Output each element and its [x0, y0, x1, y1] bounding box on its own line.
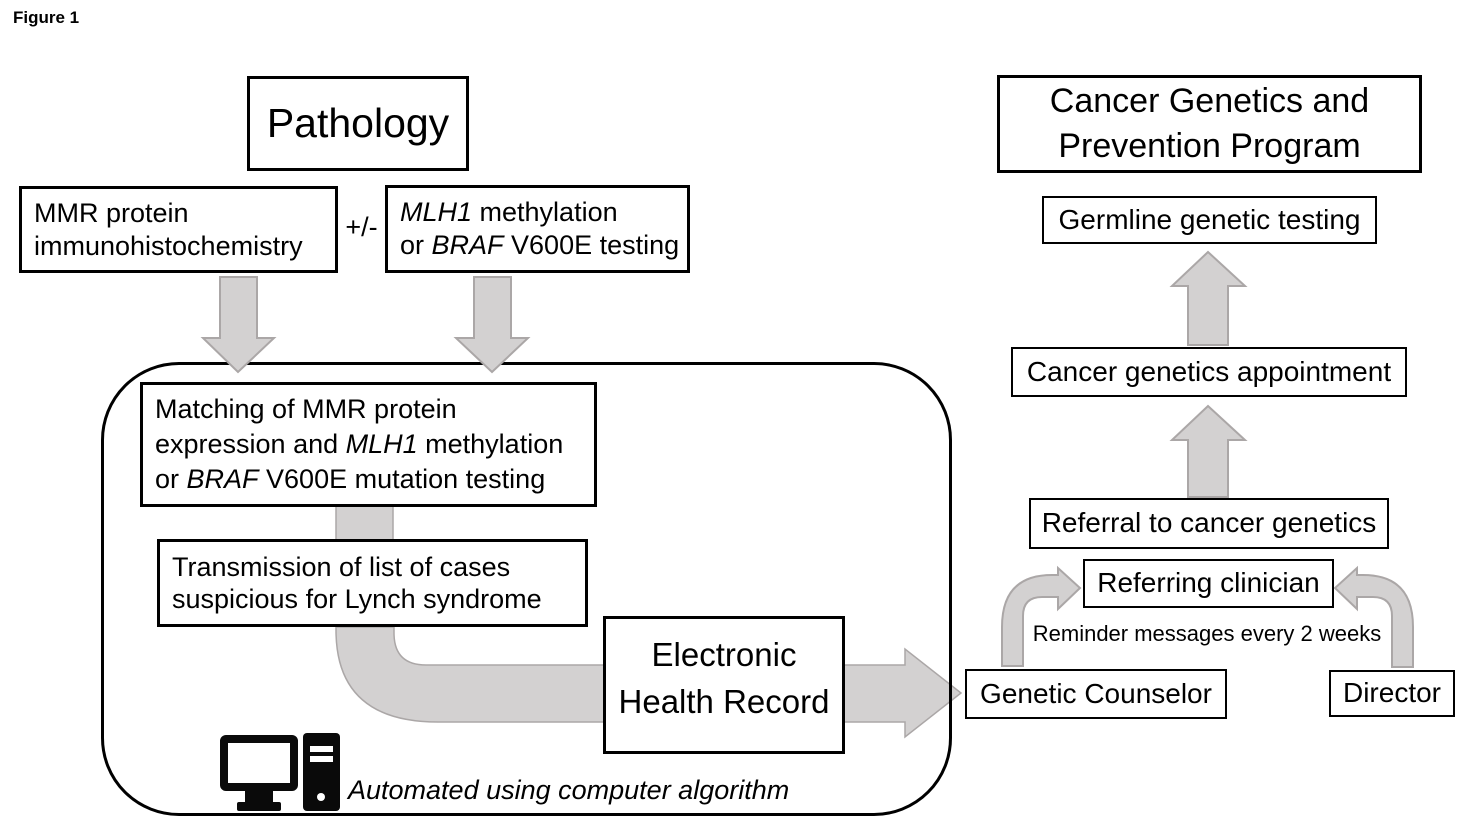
referral-box: Referral to cancer genetics	[1029, 498, 1389, 549]
pathology-box: Pathology	[247, 76, 469, 171]
gene-braf: BRAF	[186, 464, 259, 494]
elbow-arrow-counselor	[1001, 565, 1082, 667]
plus-minus-label: +/-	[345, 212, 378, 242]
ehr-box: Electronic Health Record	[603, 616, 845, 754]
matching-line-2: expression and MLH1 methylation	[155, 427, 563, 462]
mlh1-line-2-rest: V600E testing	[503, 230, 680, 260]
transmission-line-1: Transmission of list of cases	[172, 552, 511, 582]
matching-box: Matching of MMR protein expression and M…	[140, 382, 597, 507]
ehr-line-1: Electronic	[651, 636, 797, 673]
director-box: Director	[1329, 670, 1455, 717]
program-line-2: Prevention Program	[1058, 127, 1361, 165]
germline-testing-box: Germline genetic testing	[1042, 196, 1377, 244]
down-arrow-mmr	[200, 276, 277, 374]
automated-caption: Automated using computer algorithm	[348, 775, 790, 805]
program-line-1: Cancer Genetics and	[1049, 82, 1370, 120]
gene-mlh1: MLH1	[400, 197, 473, 227]
up-arrow-germline	[1169, 250, 1248, 346]
down-arrow-mlh1	[453, 276, 531, 374]
reminder-note: Reminder messages every 2 weeks	[1032, 621, 1382, 646]
matching-line-2-rest: methylation	[417, 429, 564, 459]
computer-monitor-icon	[220, 735, 298, 791]
elbow-arrow-director	[1333, 565, 1414, 668]
appointment-label: Cancer genetics appointment	[1026, 355, 1392, 387]
matching-line-3-rest: V600E mutation testing	[258, 464, 546, 494]
mmr-ihc-box: MMR protein immunohistochemistry	[19, 186, 338, 273]
matching-line-3-pre: or	[155, 464, 187, 494]
referral-label: Referral to cancer genetics	[1041, 507, 1377, 539]
cancer-genetics-program-box: Cancer Genetics and Prevention Program	[997, 75, 1422, 173]
ehr-line-2: Health Record	[618, 683, 830, 720]
computer-icon	[220, 733, 341, 813]
matching-line-3: or BRAF V600E mutation testing	[155, 462, 545, 497]
figure-label: Figure 1	[13, 8, 80, 27]
transmission-box: Transmission of list of cases suspicious…	[157, 539, 588, 627]
genetic-counselor-label: Genetic Counselor	[980, 677, 1212, 709]
referring-clinician-label: Referring clinician	[1097, 567, 1320, 599]
computer-tower-icon	[303, 733, 340, 811]
mlh1-braf-box: MLH1 methylation or BRAF V600E testing	[385, 185, 690, 273]
mlh1-line-2-pre: or	[400, 230, 432, 260]
pathology-label: Pathology	[266, 100, 450, 147]
germline-label: Germline genetic testing	[1058, 203, 1361, 235]
mmr-line-1: MMR protein	[34, 197, 189, 228]
gene-braf: BRAF	[431, 230, 504, 260]
transmission-line-2: suspicious for Lynch syndrome	[172, 584, 542, 614]
referring-clinician-box: Referring clinician	[1083, 559, 1334, 608]
director-label: Director	[1342, 677, 1441, 709]
mmr-line-2: immunohistochemistry	[34, 230, 303, 261]
genetics-appointment-box: Cancer genetics appointment	[1011, 347, 1407, 397]
matching-line-2-pre: expression and	[155, 429, 346, 459]
genetic-counselor-box: Genetic Counselor	[965, 669, 1227, 719]
matching-line-1: Matching of MMR protein	[155, 394, 457, 424]
automated-algorithm-panel	[101, 362, 952, 816]
mlh1-line-1-rest: methylation	[472, 197, 618, 227]
mlh1-line-2: or BRAF V600E testing	[400, 229, 679, 262]
connector-bar	[335, 504, 394, 542]
mlh1-line-1: MLH1 methylation	[400, 196, 618, 229]
gene-mlh1: MLH1	[345, 429, 418, 459]
up-arrow-appointment	[1169, 404, 1248, 498]
